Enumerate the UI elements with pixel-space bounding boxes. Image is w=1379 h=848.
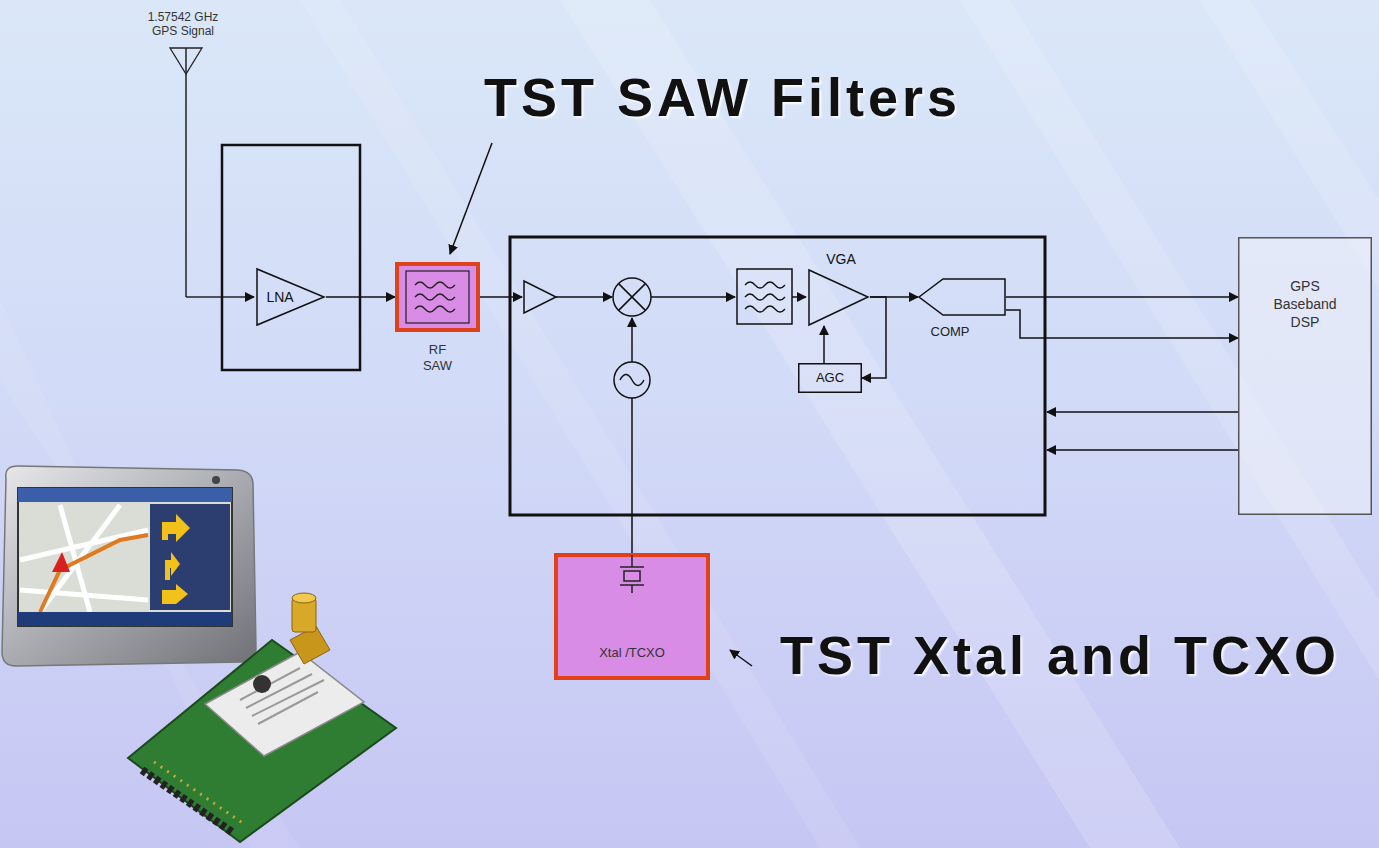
text-holder: AGC — [798, 370, 862, 386]
background-stripe — [960, 0, 1379, 680]
text-holder: VGA — [824, 250, 858, 268]
amplifier-outline — [809, 270, 868, 325]
screen-bottom-bar — [18, 612, 232, 626]
screen-side-panel — [150, 504, 230, 610]
oscillator-wave — [620, 375, 644, 386]
antenna-wire — [186, 296, 254, 298]
oscillator-symbol — [614, 362, 650, 398]
signal-connector — [1006, 310, 1238, 338]
callout-leader — [730, 650, 752, 666]
text-holder: Xtal /TCXO — [562, 645, 702, 661]
dsp-outline — [1239, 238, 1372, 515]
turn-arrow — [165, 552, 180, 580]
device-screen — [18, 488, 232, 626]
text-holder: RF SAW — [417, 342, 458, 374]
map-roads — [20, 505, 148, 612]
turn-arrow — [162, 514, 190, 542]
text-holder: COMP — [920, 324, 980, 340]
control-wire — [1047, 411, 1238, 413]
xtal-wire — [631, 398, 633, 555]
sma-connector-top — [292, 593, 316, 603]
amplifier-triangle: LNA — [256, 268, 326, 326]
filter-waves — [415, 282, 455, 312]
backup-battery — [253, 675, 271, 693]
label-holder: TST SAW Filters — [484, 66, 1004, 128]
callout-leader — [450, 143, 492, 254]
if-filter-box — [737, 269, 792, 324]
rf-ic-box — [510, 237, 1045, 515]
screen-top-bar — [18, 488, 232, 502]
saw-filter-box: RF SAW — [395, 262, 480, 384]
node-label: LNA — [260, 288, 300, 306]
gps-module-board — [128, 640, 396, 842]
mixer-symbol — [613, 278, 651, 316]
header-pins — [154, 762, 244, 824]
node-label: RF SAW — [417, 342, 458, 374]
callout-title: TST Xtal and TCXO — [780, 624, 1372, 686]
turn-arrow — [162, 584, 188, 604]
signal-connector — [823, 326, 825, 363]
gps-device-body — [2, 466, 256, 666]
amplifier-symbol — [524, 281, 556, 313]
crystal-symbol — [620, 555, 644, 593]
node-shape — [554, 553, 710, 680]
device-button — [212, 476, 220, 484]
signal-connector — [1006, 296, 1238, 298]
crystal-body — [624, 571, 640, 581]
baseband-dsp-box: GPS Baseband DSP — [1238, 237, 1372, 515]
lna-module-box — [222, 145, 360, 370]
agc-outline — [799, 364, 862, 393]
gps-module-can — [205, 652, 364, 756]
map-car-marker — [52, 552, 70, 572]
node-label: VGA — [824, 250, 858, 268]
crystal-box: Xtal /TCXO — [554, 553, 710, 680]
signal-connector — [326, 296, 395, 298]
label-holder: 1.57542 GHz GPS Signal — [140, 10, 226, 38]
module-sticker-lines — [240, 668, 324, 724]
node-label: COMP — [920, 324, 980, 340]
callout-title: TST SAW Filters — [484, 66, 1004, 128]
pin-header — [142, 770, 232, 832]
filter-outline — [406, 271, 469, 323]
antenna-wire — [185, 48, 187, 297]
map-route — [40, 535, 148, 612]
node-label: Xtal /TCXO — [562, 645, 702, 661]
node-label: GPS Baseband DSP — [1270, 277, 1340, 331]
label-holder: TST Xtal and TCXO — [780, 624, 1372, 686]
amplifier-outline — [257, 269, 324, 325]
signal-wire — [792, 296, 806, 298]
crystal-highlight-box — [556, 555, 708, 678]
signal-frequency-label: 1.57542 GHz GPS Signal — [140, 10, 226, 38]
comparator-outline — [919, 279, 1005, 315]
node-label: AGC — [798, 370, 862, 386]
mixer-cross — [619, 284, 646, 311]
lo-wire — [631, 318, 633, 362]
agc-box: AGC — [798, 363, 862, 393]
text-holder: LNA — [260, 288, 300, 306]
filter-waves — [745, 282, 785, 312]
saw-highlight-box — [397, 264, 478, 330]
text-holder: GPS Baseband DSP — [1270, 277, 1340, 331]
vga-amplifier: VGA — [808, 250, 870, 326]
signal-connector — [862, 297, 886, 378]
signal-wire — [480, 296, 522, 298]
node-shape — [918, 278, 1006, 352]
signal-connector — [870, 296, 918, 298]
control-wire — [1047, 449, 1238, 451]
signal-wire — [651, 296, 735, 298]
comparator: COMP — [918, 278, 1006, 352]
signal-wire — [556, 296, 612, 298]
